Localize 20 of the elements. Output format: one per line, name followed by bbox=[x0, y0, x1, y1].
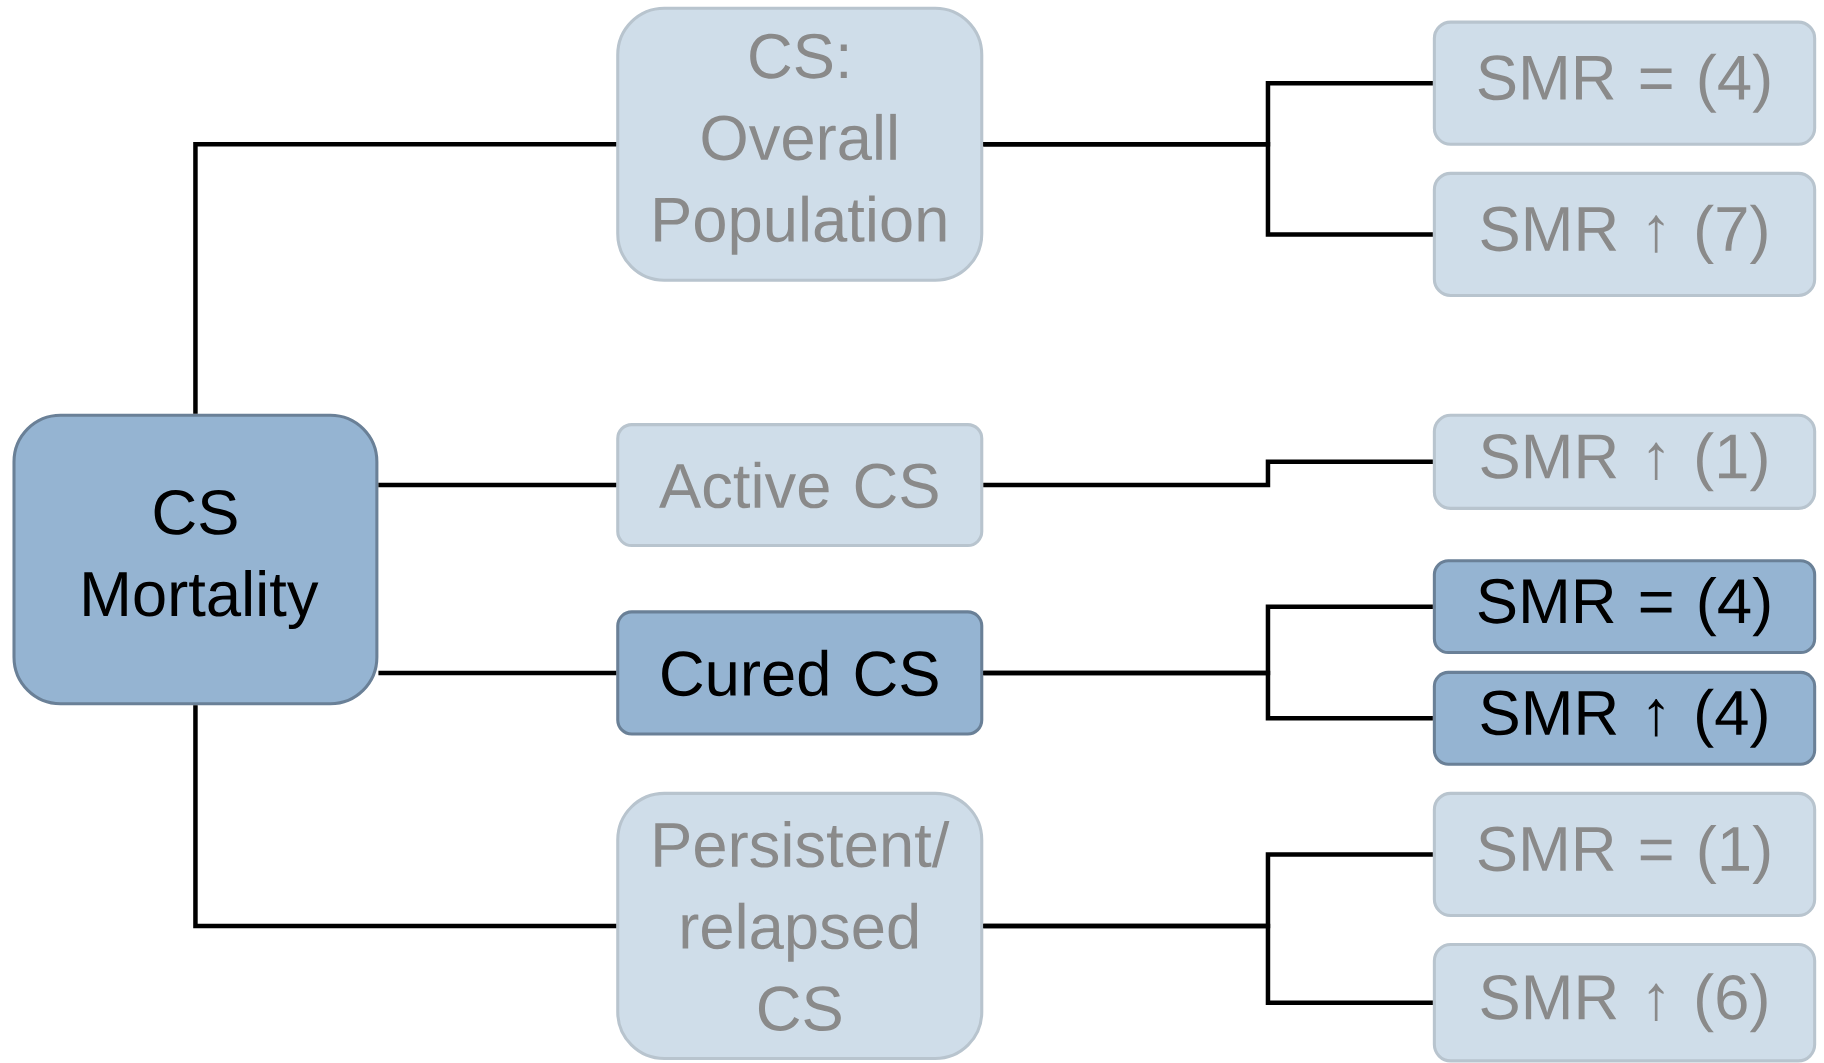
connector-line bbox=[983, 923, 1433, 1005]
group-box: Persistent/ relapsed CS bbox=[616, 791, 984, 1060]
group-box: Active CS bbox=[616, 422, 984, 547]
result-box: SMR ↑ (4) bbox=[1432, 670, 1817, 766]
connector-line bbox=[193, 141, 617, 414]
connector-line bbox=[378, 482, 617, 488]
group-box: CS: Overall Population bbox=[616, 6, 984, 282]
connector-line bbox=[983, 141, 1433, 237]
result-box: SMR ↑ (7) bbox=[1432, 171, 1817, 297]
connector-line bbox=[193, 705, 617, 929]
result-box: SMR ↑ (1) bbox=[1432, 413, 1817, 510]
result-box: SMR ↑ (6) bbox=[1432, 942, 1817, 1063]
category-box: CS Mortality bbox=[12, 413, 379, 706]
connector-line bbox=[983, 459, 1433, 488]
group-box: Cured CS bbox=[616, 610, 984, 736]
connector-line bbox=[378, 670, 617, 676]
result-box: SMR = (1) bbox=[1432, 791, 1817, 917]
result-box: SMR = (4) bbox=[1432, 20, 1817, 146]
connector-line bbox=[983, 670, 1433, 721]
result-box: SMR = (4) bbox=[1432, 559, 1817, 654]
